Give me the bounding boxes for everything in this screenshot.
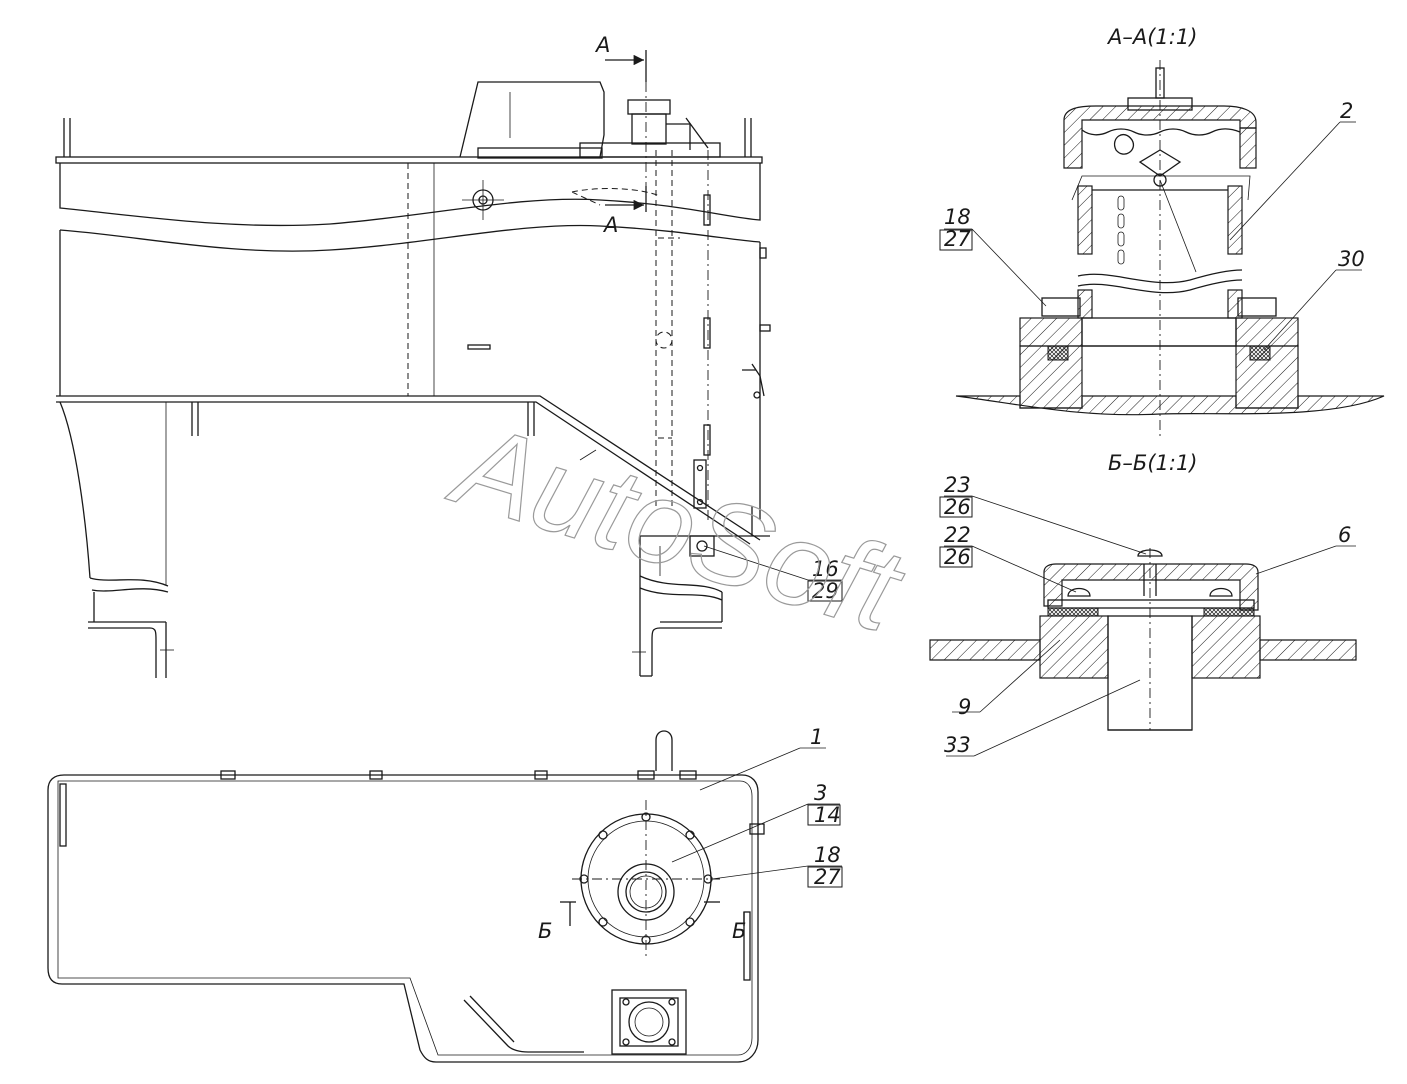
callout-14: 14	[814, 803, 841, 827]
section-mark-a-top: A	[594, 33, 610, 57]
callout-1: 1	[810, 725, 823, 749]
callout-2: 2	[1340, 99, 1353, 123]
callout-22: 22	[944, 523, 971, 547]
front-view	[55, 50, 771, 678]
plan-view	[47, 730, 765, 1063]
labels: A–A(1:1) Б–Б(1:1) A A Б Б 1 2 3 14 6 9 1…	[538, 25, 1365, 943]
callout-26-22: 26	[944, 545, 971, 569]
callout-27-aa: 27	[944, 227, 971, 251]
callout-18-plan: 18	[814, 843, 841, 867]
leader-lines	[671, 545, 842, 880]
watermark: AutoSoft	[437, 397, 918, 659]
callout-18-aa: 18	[944, 205, 971, 229]
callout-3: 3	[814, 781, 827, 805]
callout-30: 30	[1338, 247, 1365, 271]
callout-6: 6	[1338, 523, 1351, 547]
callout-33: 33	[944, 733, 971, 757]
callout-9: 9	[958, 695, 971, 719]
callout-23: 23	[944, 473, 971, 497]
section-mark-b-right: Б	[732, 919, 746, 943]
chain	[1117, 173, 1197, 273]
section-bb	[929, 495, 1357, 757]
section-mark-b-left: Б	[538, 919, 552, 943]
callout-27-plan: 27	[814, 865, 841, 889]
section-bb-title: Б–Б(1:1)	[1108, 451, 1198, 475]
callout-16: 16	[812, 557, 839, 581]
callout-29: 29	[812, 579, 839, 603]
section-aa	[944, 60, 1385, 440]
flange-bolts	[579, 812, 713, 945]
section-aa-title: A–A(1:1)	[1106, 25, 1197, 49]
callout-26-23: 26	[944, 495, 971, 519]
section-mark-a-bottom: A	[602, 213, 618, 237]
